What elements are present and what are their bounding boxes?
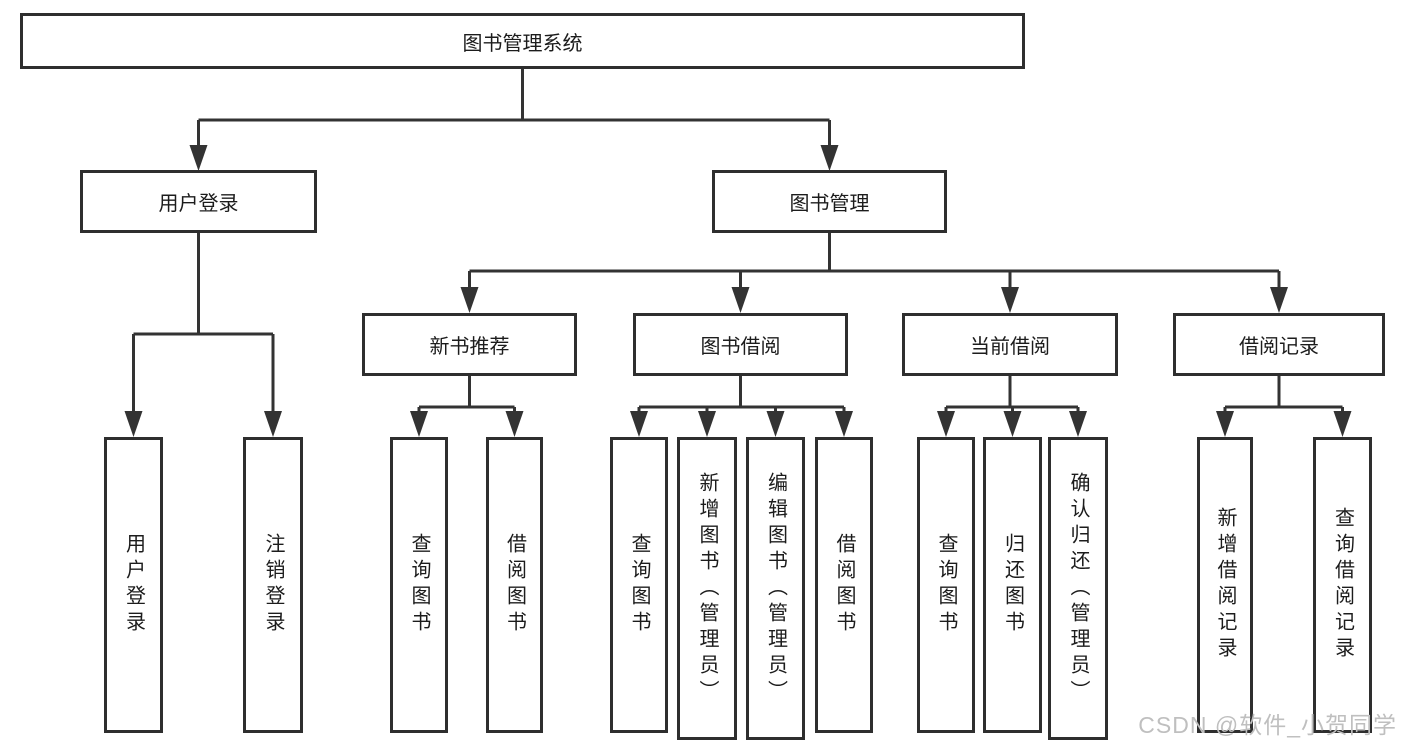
leaf-user-login: 用户登录 <box>104 437 163 733</box>
leaf-add-borrow-record: 新增借阅记录 <box>1197 437 1253 733</box>
leaf-add-books-admin: 新增图书（管理员） <box>677 437 737 740</box>
leaf-query-books-current: 查询图书 <box>917 437 975 733</box>
leaf-query-books-recommend: 查询图书 <box>390 437 448 733</box>
csdn-watermark: CSDN @软件_小贺同学 <box>1138 712 1397 738</box>
node-library-management-system: 图书管理系统 <box>20 13 1025 69</box>
node-user-login: 用户登录 <box>80 170 317 233</box>
node-book-management: 图书管理 <box>712 170 947 233</box>
leaf-query-borrow-record: 查询借阅记录 <box>1313 437 1372 733</box>
node-borrowing-records: 借阅记录 <box>1173 313 1385 376</box>
leaf-query-books-borrow: 查询图书 <box>610 437 668 733</box>
arrowheads <box>124 145 1352 437</box>
leaf-return-books: 归还图书 <box>983 437 1042 733</box>
leaf-edit-books-admin: 编辑图书（管理员） <box>746 437 805 740</box>
node-book-borrowing: 图书借阅 <box>633 313 848 376</box>
leaf-borrow-books: 借阅图书 <box>815 437 873 733</box>
node-new-book-recommendation: 新书推荐 <box>362 313 577 376</box>
node-current-borrowing: 当前借阅 <box>902 313 1118 376</box>
leaf-confirm-return-admin: 确认归还（管理员） <box>1048 437 1108 740</box>
leaf-logout-login: 注销登录 <box>243 437 303 733</box>
leaf-borrow-books-recommend: 借阅图书 <box>486 437 543 733</box>
